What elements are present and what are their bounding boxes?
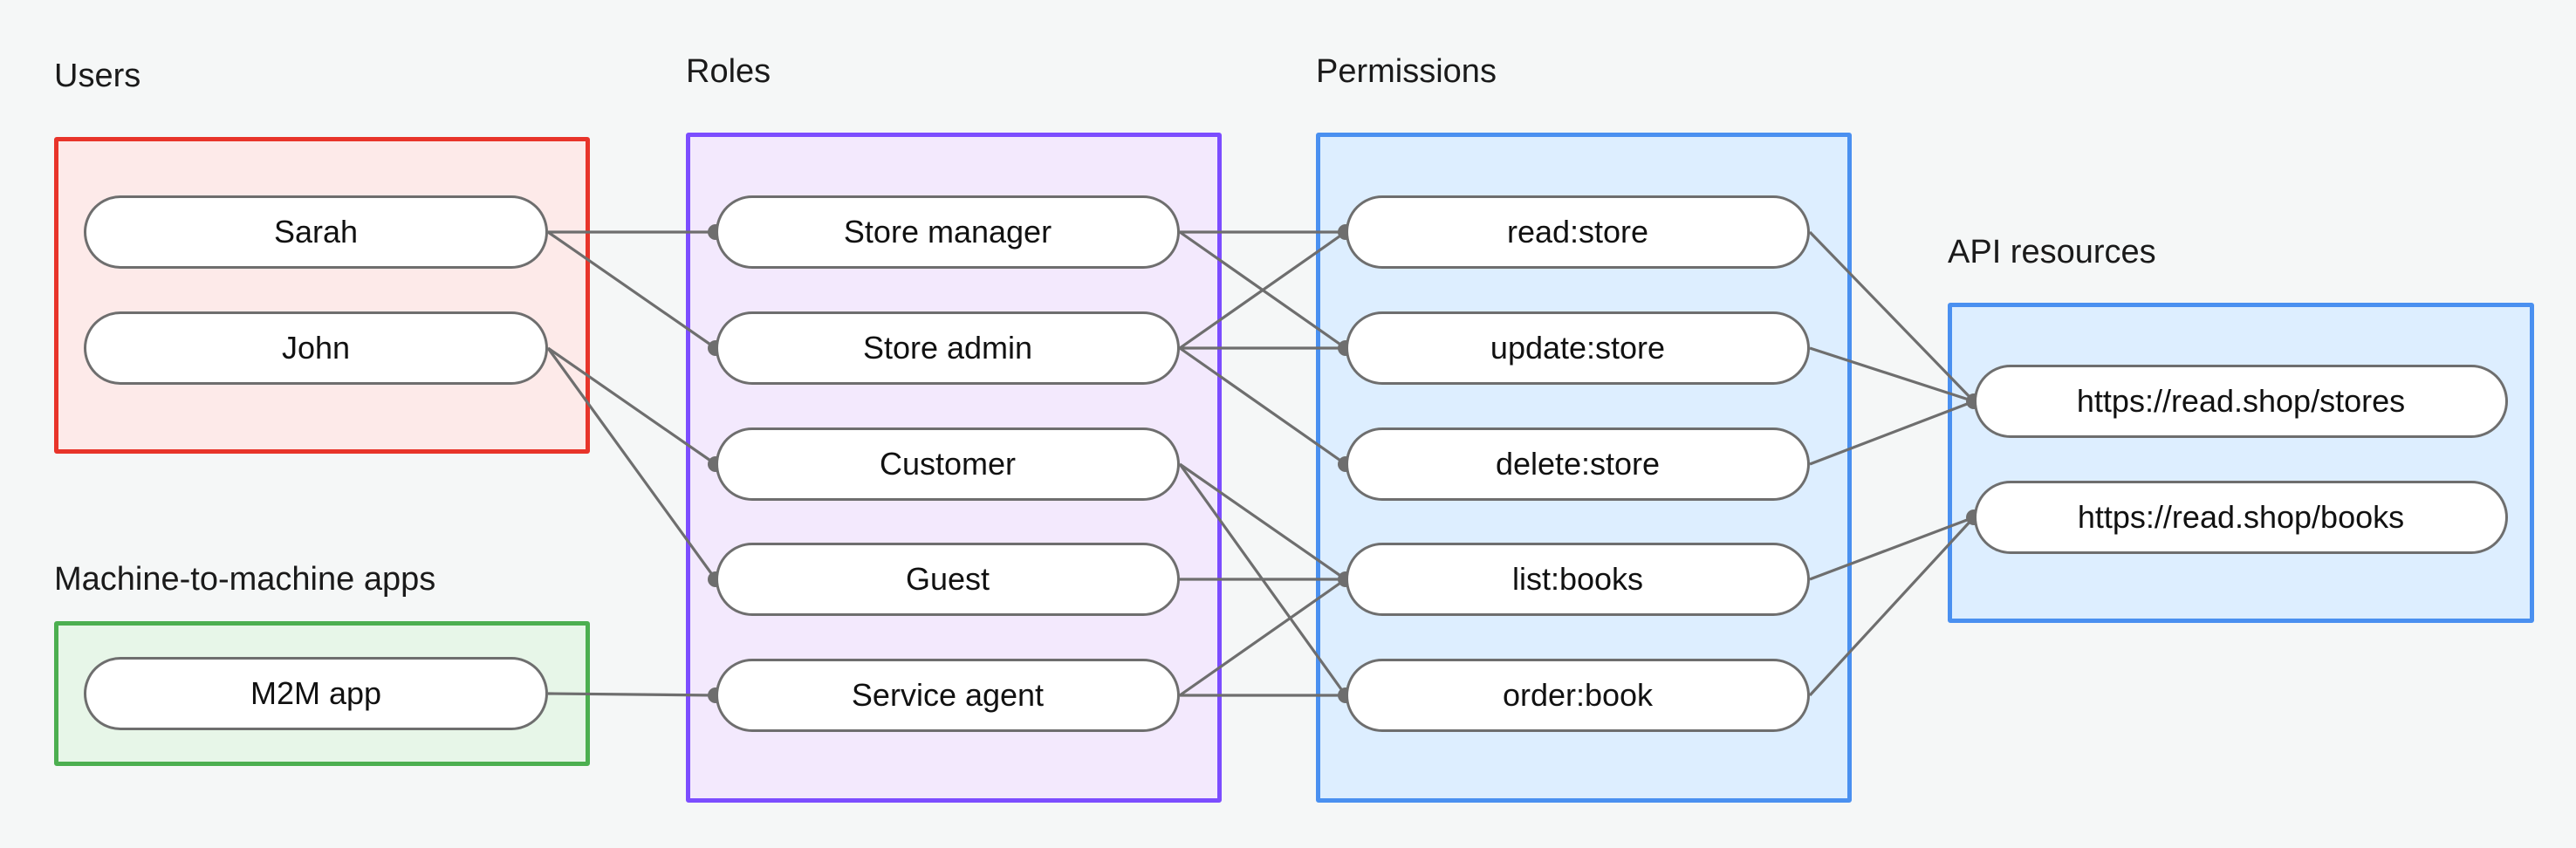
group-label-users: Users bbox=[54, 58, 141, 94]
node-read-store[interactable]: read:store bbox=[1346, 195, 1810, 269]
node-label-books-url: https://read.shop/books bbox=[2077, 499, 2405, 535]
node-label-service-agent: Service agent bbox=[851, 677, 1045, 713]
node-label-john: John bbox=[281, 330, 351, 366]
node-label-guest: Guest bbox=[905, 561, 990, 597]
group-label-permissions: Permissions bbox=[1316, 53, 1497, 90]
node-update-store[interactable]: update:store bbox=[1346, 311, 1810, 385]
node-store-admin[interactable]: Store admin bbox=[716, 311, 1180, 385]
node-john[interactable]: John bbox=[84, 311, 548, 385]
node-books-url[interactable]: https://read.shop/books bbox=[1974, 481, 2508, 554]
node-label-list-books: list:books bbox=[1511, 561, 1644, 597]
node-label-sarah: Sarah bbox=[273, 214, 359, 250]
group-label-m2m: Machine-to-machine apps bbox=[54, 561, 436, 598]
node-label-update-store: update:store bbox=[1490, 330, 1666, 366]
node-label-store-manager: Store manager bbox=[843, 214, 1052, 250]
node-guest[interactable]: Guest bbox=[716, 543, 1180, 616]
node-order-book[interactable]: order:book bbox=[1346, 659, 1810, 732]
node-label-read-store: read:store bbox=[1506, 214, 1649, 250]
group-box-users bbox=[54, 137, 590, 454]
node-delete-store[interactable]: delete:store bbox=[1346, 427, 1810, 501]
group-label-api-resources: API resources bbox=[1948, 234, 2156, 270]
node-sarah[interactable]: Sarah bbox=[84, 195, 548, 269]
node-label-m2mapp: M2M app bbox=[250, 675, 382, 711]
node-label-delete-store: delete:store bbox=[1495, 446, 1661, 482]
node-label-order-book: order:book bbox=[1502, 677, 1654, 713]
node-customer[interactable]: Customer bbox=[716, 427, 1180, 501]
node-label-stores-url: https://read.shop/stores bbox=[2076, 383, 2406, 419]
group-box-api-resources bbox=[1948, 303, 2534, 623]
node-stores-url[interactable]: https://read.shop/stores bbox=[1974, 365, 2508, 438]
node-store-manager[interactable]: Store manager bbox=[716, 195, 1180, 269]
group-label-roles: Roles bbox=[686, 53, 771, 90]
node-m2mapp[interactable]: M2M app bbox=[84, 657, 548, 730]
node-service-agent[interactable]: Service agent bbox=[716, 659, 1180, 732]
node-label-store-admin: Store admin bbox=[862, 330, 1033, 366]
node-label-customer: Customer bbox=[879, 446, 1017, 482]
node-list-books[interactable]: list:books bbox=[1346, 543, 1810, 616]
